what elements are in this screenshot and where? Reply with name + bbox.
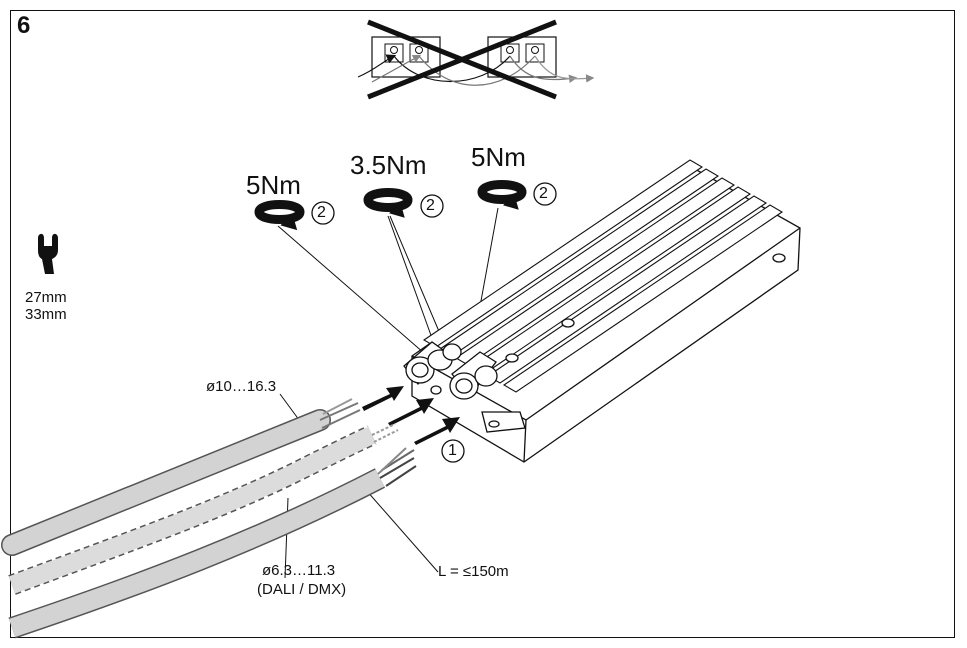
wrench-size: 27mm [25, 289, 67, 306]
rotate-arrow-icon [363, 188, 413, 218]
step-ref-number: 2 [539, 185, 548, 202]
torque-label: 3.5Nm [350, 150, 427, 180]
cable-secondary [8, 447, 417, 639]
cable-length-label: L = ≤150m [438, 563, 509, 580]
cable-main [1, 398, 361, 556]
rotate-arrow-icon [477, 180, 527, 210]
step-ref-number: 2 [426, 197, 435, 214]
protocol-label: (DALI / DMX) [257, 581, 347, 598]
step-ref-circle [311, 182, 557, 463]
cable-diameter-label: ø6.3…11.3 [262, 562, 336, 579]
insert-arrows [362, 386, 460, 445]
figure-frame [10, 10, 955, 638]
cable-diameter-label: ø10…16.3 [206, 378, 277, 395]
led-driver-housing [411, 159, 801, 463]
cable-gland [403, 341, 498, 400]
step-ref-number: 2 [317, 204, 326, 221]
torque-label: 5Nm [246, 170, 301, 200]
crossed-out-looping-icon [357, 19, 595, 100]
wrench-icon [38, 233, 58, 274]
rotate-arrow-icon [254, 200, 305, 231]
torque-label: 5Nm [471, 142, 526, 172]
cable-control [8, 423, 399, 595]
step-ref-number: 1 [448, 442, 457, 459]
step-number: 6 [17, 12, 31, 39]
wrench-size: 33mm [25, 306, 67, 323]
